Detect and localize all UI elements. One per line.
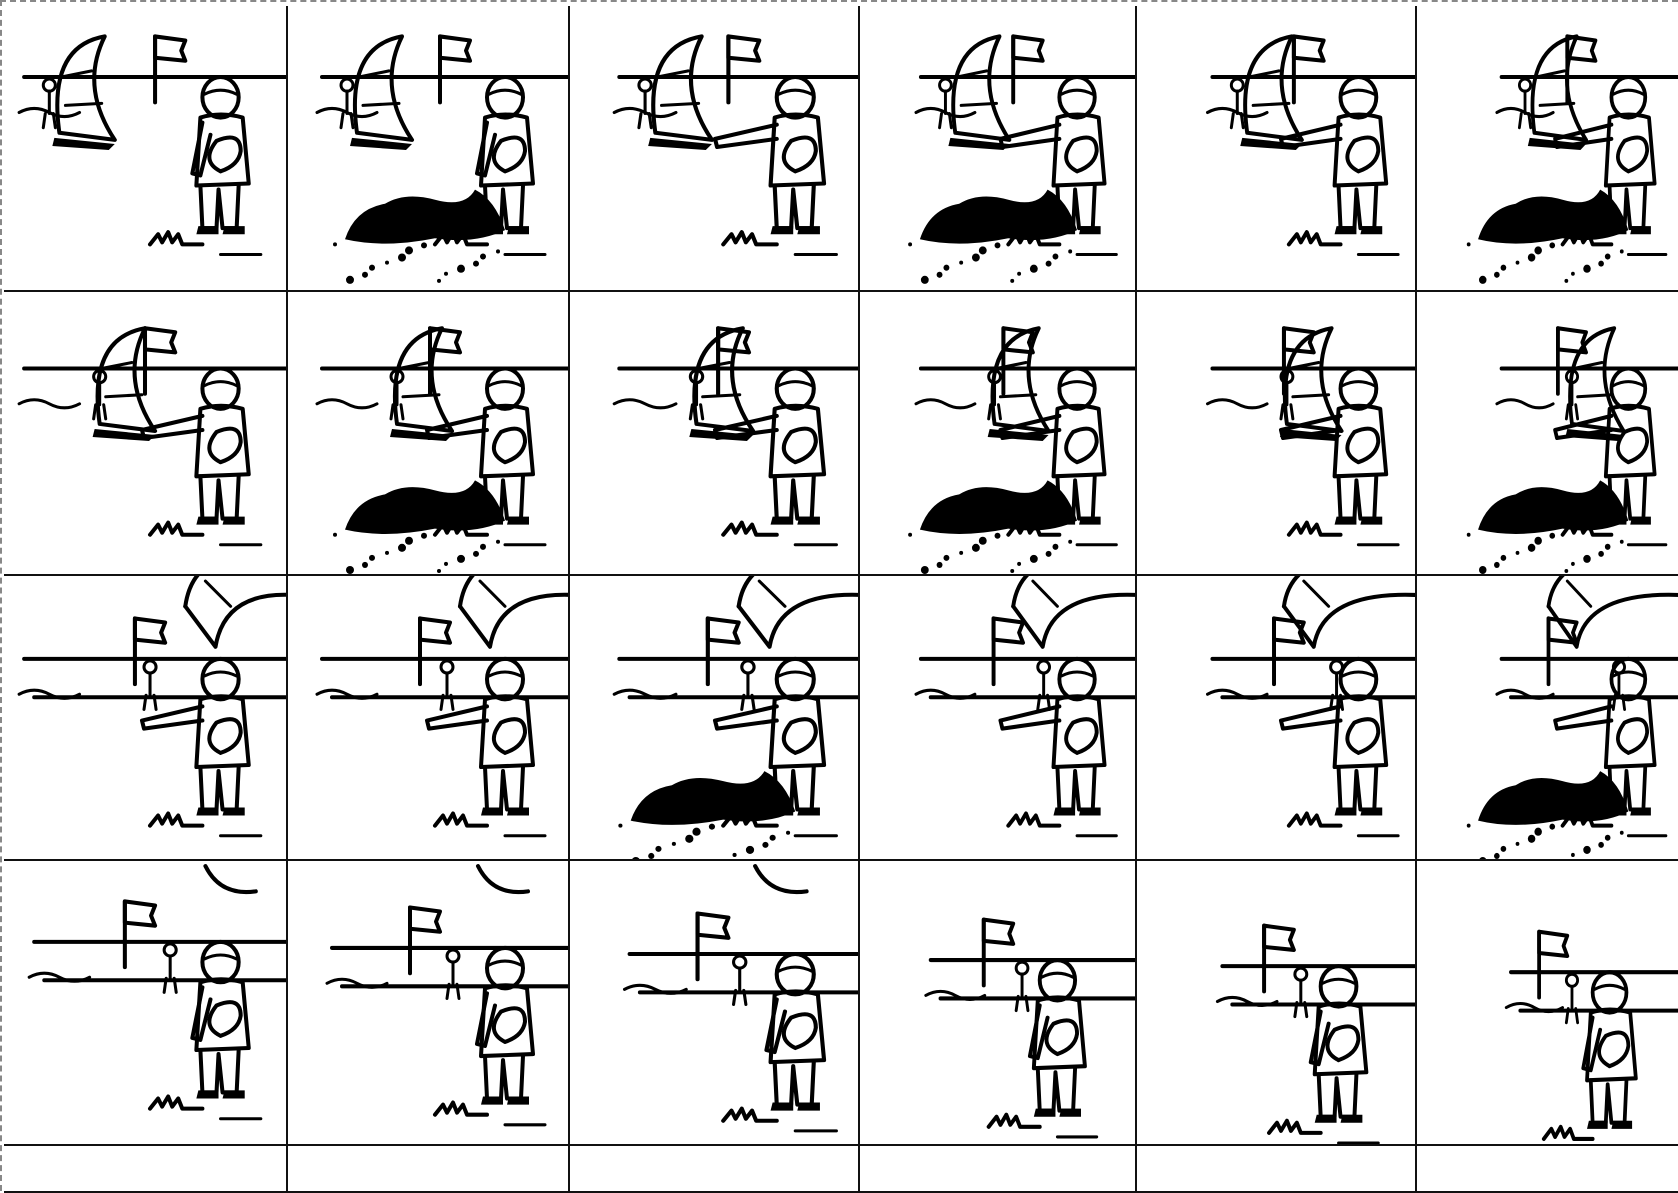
storyboard-frame [4,576,288,861]
storyboard-frame [1137,6,1417,292]
storyboard-frame [860,6,1137,292]
frame-drawing [315,326,568,574]
frame-drawing [17,34,286,257]
storyboard-frame [288,576,570,861]
storyboard-frame [570,292,860,576]
storyboard-frame [288,1146,570,1193]
storyboard-frame [4,861,288,1146]
frame-drawing [1504,929,1678,1141]
storyboard-frame [4,292,288,576]
frame-drawing [622,864,858,1133]
storyboard-frame [1137,576,1417,861]
storyboard-frame [1137,292,1417,576]
frame-drawing [1466,326,1678,574]
frame-drawing [914,576,1135,838]
frame-drawing [17,576,286,838]
frame-drawing [924,917,1135,1139]
storyboard-frame [860,1146,1137,1193]
storyboard-frame [1417,576,1678,861]
storyboard-grid [4,6,1678,1193]
frame-drawing [1206,326,1415,547]
storyboard-frame [288,292,570,576]
storyboard-frame [288,6,570,292]
storyboard-frame [570,576,860,861]
frame-drawing [17,326,286,547]
frame-drawing [612,34,858,257]
frame-drawing [325,864,568,1127]
frame-drawing [315,34,568,284]
frame-drawing [1206,34,1415,257]
frame-drawing [908,326,1135,574]
storyboard-frame [860,861,1137,1146]
frame-drawing [1215,923,1415,1144]
frame-drawing [1206,576,1415,838]
storyboard-frame [4,1146,288,1193]
storyboard-frame [288,861,570,1146]
storyboard-frame [1417,292,1678,576]
storyboard-frame [4,6,288,292]
frame-drawing [315,576,568,838]
storyboard-frame [570,6,860,292]
frame-drawing [612,576,858,859]
storyboard-frame [1137,861,1417,1146]
frame-drawing [1466,34,1678,284]
frame-drawing [27,864,286,1121]
storyboard-frame [1417,861,1678,1146]
storyboard-frame [1417,6,1678,292]
frame-drawing [908,34,1135,284]
storyboard-frame [1137,1146,1417,1193]
storyboard-frame [570,861,860,1146]
storyboard-frame [1417,1146,1678,1193]
storyboard-frame [860,576,1137,861]
storyboard-frame [570,1146,860,1193]
frame-drawing [1466,576,1678,859]
storyboard-frame [860,292,1137,576]
frame-drawing [612,326,858,547]
